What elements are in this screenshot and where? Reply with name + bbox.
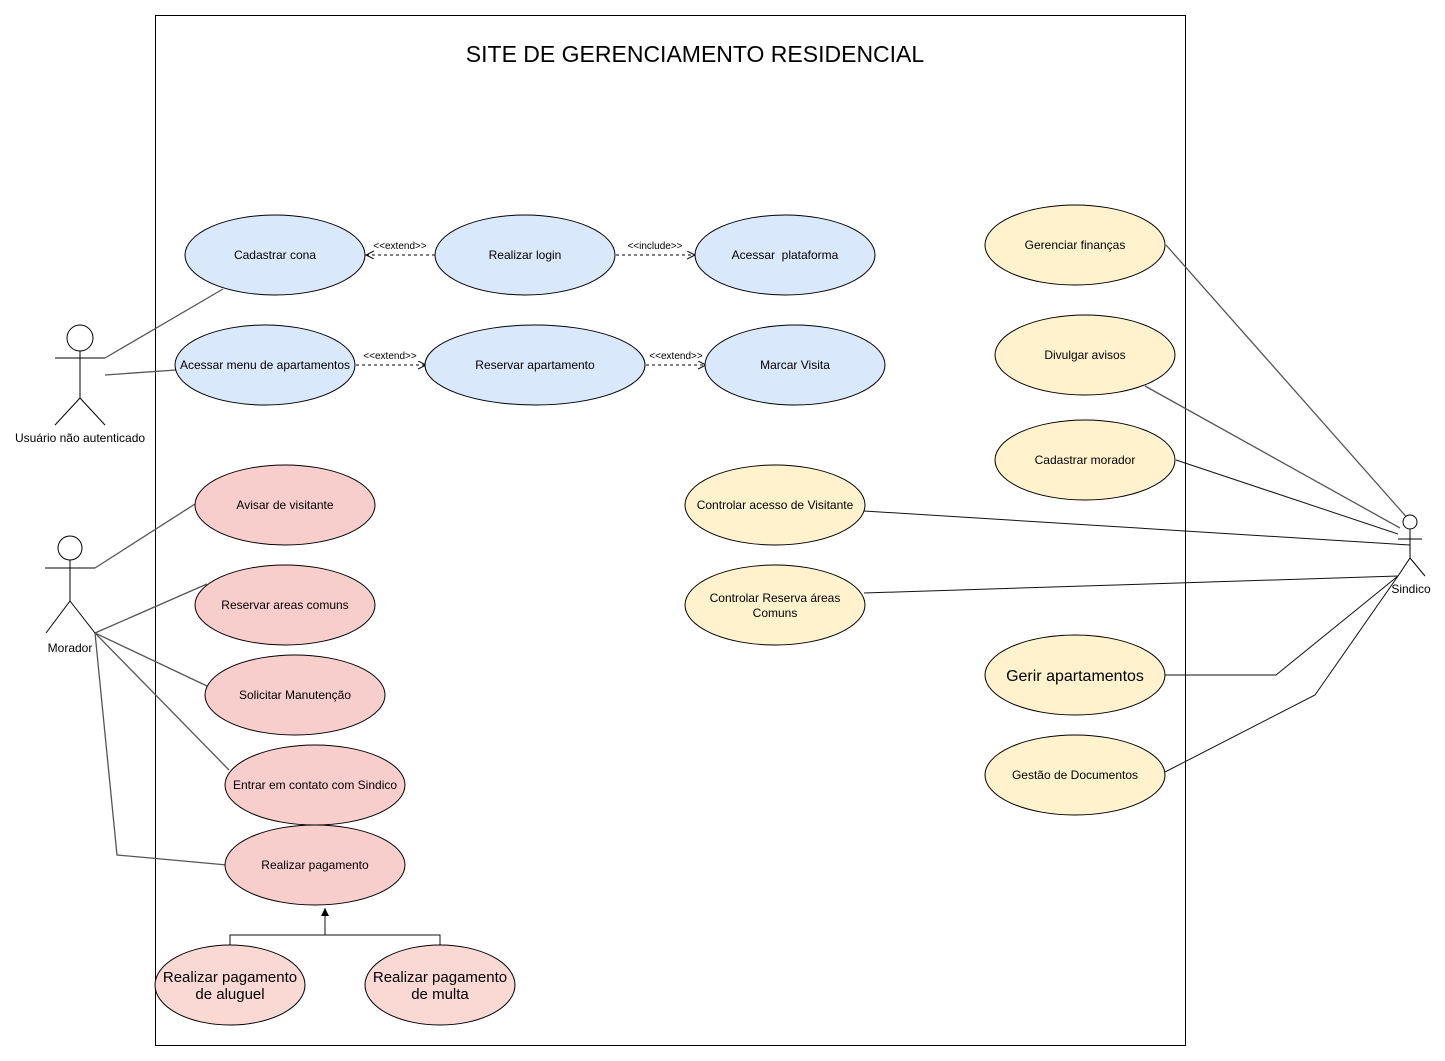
usecase-realizar-login[interactable]: Realizar login	[434, 214, 616, 296]
usecase-label: Cadastrar cona	[234, 248, 316, 262]
usecase-label: Acessar menu de apartamentos	[180, 358, 350, 372]
usecase-label-line1: Controlar Reserva áreas	[710, 591, 841, 605]
actor-resident-label: Morador	[48, 641, 93, 655]
usecase-controlar-reserva[interactable]: Controlar Reserva áreas Comuns	[684, 564, 866, 646]
usecase-label: Controlar acesso de Visitante	[697, 498, 854, 512]
usecase-label-line2: de multa	[411, 986, 469, 1003]
usecase-label: Avisar de visitante	[236, 498, 333, 512]
actor-visitor[interactable]	[54, 324, 106, 426]
usecase-label: Entrar em contato com Sindico	[233, 778, 397, 792]
generalization-aluguel	[229, 934, 325, 945]
usecase-divulgar-avisos[interactable]: Divulgar avisos	[994, 314, 1176, 396]
usecase-label: Reservar apartamento	[475, 358, 595, 372]
usecase-label: Marcar Visita	[760, 358, 830, 372]
assoc-sindico-morador	[1175, 459, 1399, 535]
usecase-label: Realizar login	[489, 248, 562, 262]
assoc-sindico-acesso	[863, 510, 1411, 546]
rel-extend-3: <<extend>>	[649, 351, 703, 362]
actor-visitor-label: Usuário não autenticado	[15, 431, 145, 445]
usecase-realizar-pagamento[interactable]: Realizar pagamento	[224, 824, 406, 906]
usecase-pagamento-multa[interactable]: Realizar pagamento de multa	[364, 944, 516, 1026]
usecase-acessar-plataforma[interactable]: Acessar plataforma	[694, 214, 876, 296]
usecase-label: Gestão de Documentos	[1012, 768, 1138, 782]
usecase-acessar-menu[interactable]: Acessar menu de apartamentos	[174, 324, 356, 406]
usecase-marcar-visita[interactable]: Marcar Visita	[704, 324, 886, 406]
actor-manager-label: Sindico	[1391, 582, 1431, 596]
usecase-label: Acessar plataforma	[732, 248, 839, 262]
assoc-sindico-financas	[1165, 244, 1411, 522]
actor-resident[interactable]	[45, 535, 96, 634]
rel-extend-2: <<extend>>	[363, 351, 417, 362]
assoc-sindico-documentos	[1164, 575, 1399, 773]
usecase-controlar-acesso[interactable]: Controlar acesso de Visitante	[684, 464, 866, 546]
usecase-reservar-areas[interactable]: Reservar areas comuns	[194, 564, 376, 646]
usecase-label: Cadastrar morador	[1035, 453, 1136, 467]
usecase-avisar-visitante[interactable]: Avisar de visitante	[194, 464, 376, 546]
assoc-morador-contato	[94, 632, 230, 771]
usecase-label: Gerir apartamentos	[1006, 668, 1144, 685]
usecase-label: Realizar pagamento	[261, 858, 369, 872]
rel-extend-1: <<extend>>	[373, 241, 427, 252]
usecase-pagamento-aluguel[interactable]: Realizar pagamento de aluguel	[154, 944, 306, 1026]
rel-include-1: <<include>>	[627, 241, 682, 252]
usecase-label-line2: Comuns	[753, 606, 798, 620]
usecase-label-line1: Realizar pagamento	[373, 969, 507, 986]
usecase-label: Gerenciar finanças	[1025, 238, 1126, 252]
usecase-label-line2: de aluguel	[195, 986, 264, 1003]
generalization-multa	[325, 934, 441, 945]
assoc-sindico-reserva	[863, 575, 1399, 594]
usecase-cadastrar-morador[interactable]: Cadastrar morador	[994, 419, 1176, 501]
usecase-label: Solicitar Manutenção	[239, 688, 351, 702]
usecase-label: Divulgar avisos	[1044, 348, 1125, 362]
usecase-gerenciar-financas[interactable]: Gerenciar finanças	[984, 204, 1166, 286]
usecase-label-line1: Realizar pagamento	[163, 969, 297, 986]
assoc-morador-avisar	[94, 503, 196, 569]
assoc-visitor-cadastrar	[104, 288, 224, 359]
usecase-reservar-apartamento[interactable]: Reservar apartamento	[424, 324, 646, 406]
usecase-gestao-documentos[interactable]: Gestão de Documentos	[984, 734, 1166, 816]
usecase-solicitar-manutencao[interactable]: Solicitar Manutenção	[204, 654, 386, 736]
assoc-visitor-menu	[104, 369, 177, 376]
assoc-sindico-avisos	[1144, 385, 1401, 529]
assoc-morador-manutencao	[94, 632, 208, 687]
usecase-label: Reservar areas comuns	[221, 598, 348, 612]
usecase-gerir-apartamentos[interactable]: Gerir apartamentos	[984, 634, 1166, 716]
usecase-contato-sindico[interactable]: Entrar em contato com Sindico	[224, 744, 406, 826]
system-title: SITE DE GERENCIAMENTO RESIDENCIAL	[466, 41, 925, 67]
assoc-morador-reservar	[94, 583, 208, 634]
assoc-sindico-apartamentos	[1165, 575, 1399, 676]
actor-manager[interactable]	[1397, 514, 1426, 577]
usecase-cadastrar-conta[interactable]: Cadastrar cona	[184, 214, 366, 296]
assoc-morador-pagamento	[94, 632, 228, 866]
